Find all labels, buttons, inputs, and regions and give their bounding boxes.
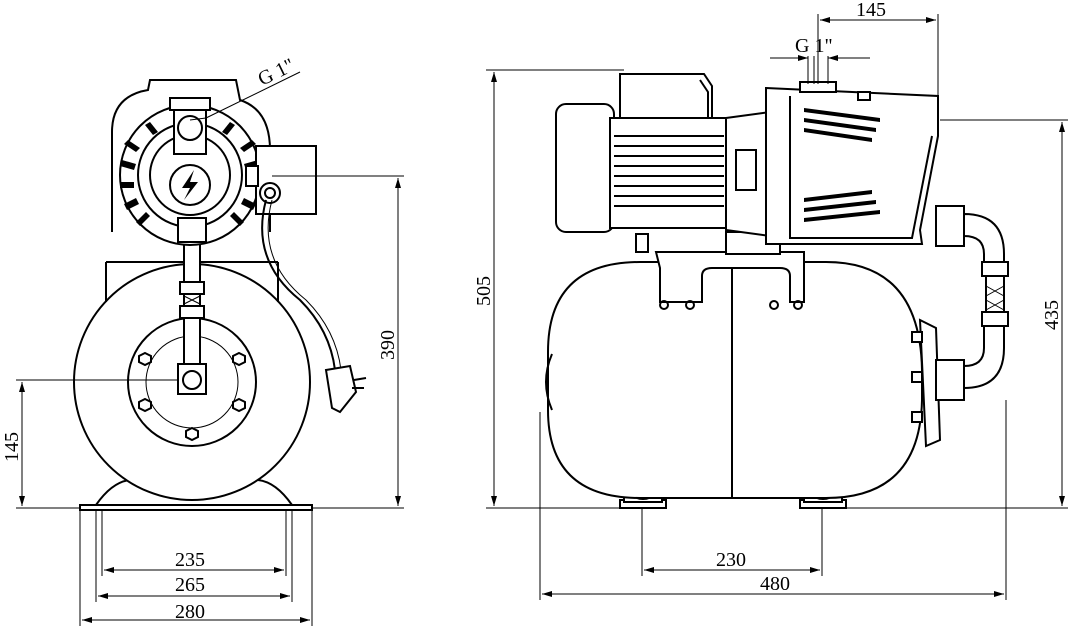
side-tank-flange bbox=[918, 318, 942, 448]
side-motor-fins bbox=[614, 135, 724, 207]
side-pump-slots bbox=[804, 108, 880, 222]
front-inlet-cap bbox=[169, 97, 211, 111]
front-outlet-nut bbox=[177, 217, 207, 243]
side-shaft-seal bbox=[735, 149, 757, 191]
side-motor-stud bbox=[635, 233, 649, 253]
side-length-label: 480 bbox=[760, 573, 790, 595]
side-terminal-box bbox=[619, 73, 713, 119]
side-mount-bracket bbox=[654, 251, 805, 303]
side-feet-label: 230 bbox=[716, 549, 746, 571]
side-pump-housing bbox=[765, 86, 939, 245]
power-plug bbox=[324, 364, 358, 414]
front-hose-nut-bottom bbox=[179, 305, 205, 319]
front-vent-slots bbox=[120, 122, 260, 226]
side-motor-endcap bbox=[555, 103, 615, 233]
front-width-inner-label: 235 bbox=[175, 549, 205, 571]
side-tank-end-cap bbox=[545, 353, 553, 411]
side-view bbox=[545, 73, 1009, 509]
side-offset-label: 145 bbox=[856, 0, 886, 21]
power-cable bbox=[261, 199, 336, 371]
front-view bbox=[73, 79, 367, 511]
side-motor-body bbox=[609, 117, 729, 229]
front-motor-housing bbox=[111, 79, 271, 232]
front-hose-braid bbox=[183, 295, 201, 305]
front-height-label: 390 bbox=[377, 330, 399, 360]
side-outlet-height-label: 435 bbox=[1041, 300, 1063, 330]
side-tank bbox=[547, 261, 923, 499]
front-switch-mount bbox=[245, 165, 259, 187]
side-hose-nut-bottom bbox=[981, 311, 1009, 327]
side-hose-nut-top bbox=[981, 261, 1009, 277]
front-width-mid-label: 265 bbox=[175, 574, 205, 596]
front-hose bbox=[183, 239, 201, 365]
lightning-bolt-icon bbox=[182, 170, 198, 200]
front-thread-leader bbox=[205, 71, 301, 119]
side-tank-union bbox=[935, 359, 965, 401]
side-outlet-union bbox=[935, 205, 965, 247]
front-cable-gland bbox=[259, 182, 281, 204]
side-dimensions: 145 G 1" 505 435 230 480 bbox=[473, 0, 1068, 600]
front-base-plate bbox=[79, 504, 313, 511]
side-outlet-elbow-bottom bbox=[963, 325, 1005, 390]
front-thread-label: G 1" bbox=[255, 54, 298, 90]
front-width-outer-label: 280 bbox=[175, 601, 205, 623]
side-total-height-label: 505 bbox=[473, 276, 495, 306]
side-outlet-elbow-top bbox=[963, 212, 1005, 263]
front-inlet-port bbox=[177, 115, 203, 141]
side-pump-inner bbox=[789, 96, 933, 239]
side-thread-label: G 1" bbox=[795, 35, 833, 57]
front-dimensions: G 1" 390 145 235 265 280 bbox=[1, 54, 404, 626]
front-center-port bbox=[182, 370, 202, 390]
front-axis-label: 145 bbox=[1, 432, 23, 462]
front-hose-nut-top bbox=[179, 281, 205, 295]
